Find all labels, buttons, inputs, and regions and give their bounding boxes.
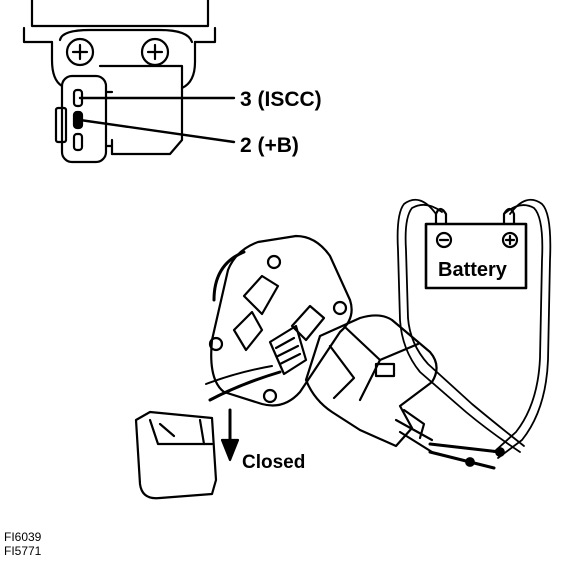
closed-arrow-icon: [220, 408, 240, 462]
isc-valve-assembly: [205, 234, 438, 454]
battery-label: Battery: [438, 259, 508, 281]
figure-code-1: FI6039: [4, 530, 42, 544]
figure-code-2: FI5771: [4, 544, 42, 558]
battery-positive-icon: [501, 231, 519, 249]
closed-label: Closed: [242, 452, 305, 473]
leader-line-pin2: [78, 118, 236, 144]
valve-cup: [134, 410, 218, 500]
battery-leads: [396, 198, 552, 470]
flange-hole-icon: [266, 254, 282, 270]
pin2-label: 2 (+B): [240, 134, 299, 157]
battery-negative-icon: [435, 231, 453, 249]
pin3-label: 3 (ISCC): [240, 88, 322, 111]
pin-1-icon: [72, 132, 84, 152]
bolt-left-icon: [65, 37, 95, 67]
isc-valve-housing: [22, 0, 217, 156]
battery: [424, 207, 528, 290]
motor-terminal-icon: [374, 362, 396, 378]
connector-plug: [54, 74, 114, 164]
battery-box: [424, 222, 528, 290]
